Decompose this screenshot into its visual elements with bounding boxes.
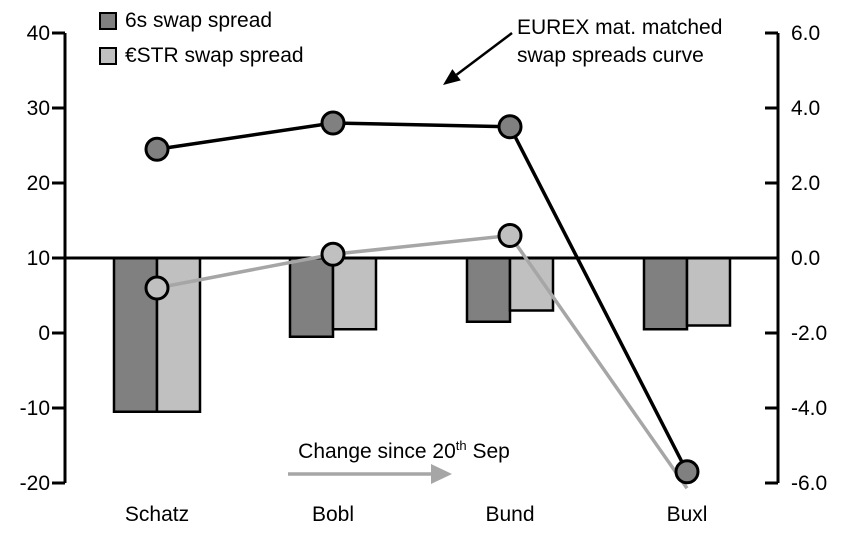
line-6s-swap-spread-curve bbox=[156, 121, 689, 473]
legend-item-6s-swap-spread: 6s swap spread bbox=[99, 10, 304, 32]
marker-str-swap-spread-curve-schatz bbox=[144, 275, 170, 301]
marker-6s-swap-spread-curve-schatz bbox=[144, 136, 170, 162]
marker-6s-swap-spread-curve-buxl bbox=[674, 459, 700, 485]
marker-str-swap-spread-curve-bund bbox=[497, 223, 523, 248]
legend-label-estr: €STR swap spread bbox=[125, 44, 304, 67]
right-axis-tick-label: 2.0 bbox=[791, 172, 820, 195]
change-annotation-prefix: Change since 20 bbox=[298, 440, 456, 463]
line-str-swap-spread-curve bbox=[156, 233, 689, 490]
curve-annotation-arrow-head-icon bbox=[443, 69, 461, 85]
curve-annotation: EUREX mat. matched swap spreads curve bbox=[517, 14, 722, 70]
left-axis-tick-label: 30 bbox=[27, 97, 50, 120]
curve-annotation-line2: swap spreads curve bbox=[517, 44, 704, 67]
right-axis-tick-label: -2.0 bbox=[791, 322, 827, 345]
legend-item-estr-swap-spread: €STR swap spread bbox=[99, 45, 304, 67]
left-axis-tick-label: 10 bbox=[27, 247, 50, 270]
left-axis-tick-label: 20 bbox=[27, 172, 50, 195]
right-axis-tick-label: 6.0 bbox=[791, 22, 820, 45]
bar-estr-bobl bbox=[331, 256, 378, 331]
category-label-schatz: Schatz bbox=[125, 503, 189, 526]
right-axis-tick-label: 0.0 bbox=[791, 247, 820, 270]
left-axis-tick-label: 40 bbox=[27, 22, 50, 45]
legend-swatch-dark-icon bbox=[99, 12, 117, 30]
marker-str-swap-spread-curve-bobl bbox=[320, 241, 346, 267]
bar-6s-bund bbox=[465, 256, 512, 323]
category-label-bund: Bund bbox=[485, 503, 534, 526]
bar-6s-bobl bbox=[288, 256, 335, 338]
marker-6s-swap-spread-curve-bund bbox=[497, 114, 523, 140]
left-axis-tick-label: 0 bbox=[38, 322, 50, 345]
bar-6s-buxl bbox=[642, 256, 689, 331]
category-label-buxl: Buxl bbox=[667, 503, 708, 526]
legend-swatch-light-icon bbox=[99, 47, 117, 65]
left-axis-tick-label: -10 bbox=[20, 397, 50, 420]
legend-label-6s: 6s swap spread bbox=[125, 9, 273, 32]
left-axis-tick-label: -20 bbox=[20, 472, 50, 495]
right-axis-tick-label: -4.0 bbox=[791, 397, 827, 420]
chart-legend: 6s swap spread €STR swap spread bbox=[99, 10, 304, 67]
change-annotation: Change since 20th Sep bbox=[283, 438, 525, 464]
marker-6s-swap-spread-curve-bobl bbox=[320, 110, 346, 136]
change-annotation-arrow-head-icon bbox=[431, 464, 452, 484]
right-axis-tick-label: 4.0 bbox=[791, 97, 820, 120]
category-label-bobl: Bobl bbox=[312, 503, 354, 526]
curve-annotation-line1: EUREX mat. matched bbox=[517, 16, 723, 39]
change-annotation-suffix: Sep bbox=[466, 440, 510, 463]
bar-estr-buxl bbox=[685, 256, 732, 327]
change-annotation-superscript: th bbox=[455, 438, 467, 453]
curve-annotation-arrow-shaft bbox=[455, 32, 513, 76]
right-axis-tick-label: -6.0 bbox=[791, 472, 827, 495]
